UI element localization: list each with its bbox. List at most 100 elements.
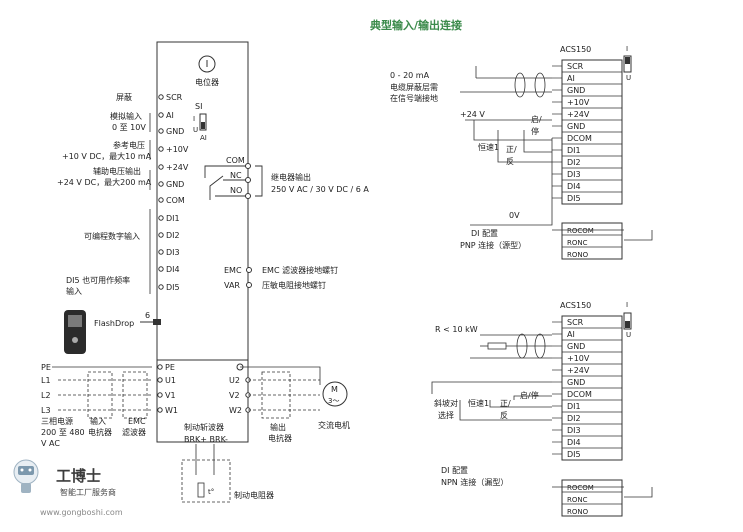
pnp-fwd: 正/ — [506, 145, 517, 154]
power-terminal-label: U1 — [165, 376, 176, 385]
terminal-label: +10V — [166, 145, 189, 154]
chopper-label: 制动斩波器 — [184, 422, 224, 432]
power-desc-2: 200 至 480 — [41, 428, 85, 437]
pnp-const-speed: 恒速1 — [478, 142, 499, 152]
pnp-config-1: DI 配置 — [471, 229, 498, 238]
desc-di5-2: 输入 — [66, 286, 82, 296]
terminal-label: DI3 — [166, 248, 180, 257]
brake-resistor-label: 制动电阻器 — [234, 490, 274, 500]
terminal-pin-icon — [157, 377, 163, 383]
strip-terminal-label: DI3 — [567, 426, 581, 435]
relay-terminal-label: RONO — [567, 508, 589, 516]
emc-label: EMC — [224, 266, 242, 275]
output-reactor-2: 电抗器 — [268, 433, 292, 443]
pnp-switch-knob — [625, 57, 630, 64]
terminal-pin-icon — [158, 215, 164, 221]
output-reactor-1: 输出 — [270, 422, 286, 432]
motor-icon — [322, 381, 348, 407]
desc-digital-input: 可编程数字输入 — [84, 231, 140, 241]
strip-terminal-label: SCR — [567, 318, 584, 327]
screw-icons — [246, 267, 252, 288]
pnp-signal-note-2: 在信号端接地 — [390, 93, 438, 103]
npn-ramp-1: 斜坡对 — [434, 398, 458, 408]
strip-terminal-label: DI3 — [567, 170, 581, 179]
power-terminal-label: PE — [165, 363, 175, 372]
power-desc-1: 三相电源 — [41, 416, 73, 426]
desc-reference: 参考电压 — [113, 140, 145, 150]
relay-strip — [561, 479, 623, 517]
power-desc-3: V AC — [41, 439, 60, 448]
npn-const-speed: 恒速1 — [468, 398, 489, 408]
strip-terminal-label: DI2 — [567, 414, 581, 423]
strip-terminal-label: AI — [567, 74, 575, 83]
npn-switch-knob — [625, 321, 630, 328]
pnp-stop: 停 — [531, 126, 539, 136]
terminal-pin-icon — [158, 112, 164, 118]
terminal-label: GND — [166, 180, 184, 189]
watermark-url: www.gongboshi.com — [40, 508, 123, 517]
power-input-label: L2 — [41, 391, 51, 400]
npn-switch-icon — [623, 312, 632, 330]
desc-aux-voltage: 辅助电压输出 — [93, 166, 141, 176]
relay-terminal-label: RONO — [567, 251, 589, 259]
brake-temp: t° — [208, 488, 214, 496]
watermark: 工博士 智能工厂服务商 www.gongboshi.com — [13, 459, 123, 517]
strip-terminal-label: DI4 — [567, 438, 581, 447]
strip-terminal-label: DCOM — [567, 390, 592, 399]
strip-terminal-label: DCOM — [567, 134, 592, 143]
npn-fwd: 正/ — [500, 399, 511, 408]
npn-wiring — [431, 333, 653, 498]
pnp-config-2: PNP 连接（源型） — [460, 240, 526, 250]
terminal-pin-icon — [158, 232, 164, 238]
power-input-label: PE — [41, 363, 51, 372]
relay-no: NO — [230, 186, 242, 195]
emc-filter-2: 滤波器 — [122, 427, 146, 437]
motor-m: M — [331, 385, 338, 394]
emc-filter-1: EMC — [128, 417, 146, 426]
npn-ramp-2: 选择 — [438, 410, 454, 420]
terminal-label: GND — [166, 127, 184, 136]
npn-config-1: DI 配置 — [441, 466, 468, 475]
var-desc: 压敏电阻接地螺钉 — [262, 280, 326, 290]
relay-terminal-label: ROCOM — [567, 484, 594, 492]
strip-terminal-label: DI1 — [567, 402, 581, 411]
terminal-pin-icon — [158, 164, 164, 170]
terminal-pin-icon — [157, 392, 163, 398]
desc-di5-1: DI5 也可用作频率 — [66, 275, 130, 285]
terminal-label: DI5 — [166, 283, 180, 292]
flashdrop-pin: 6 — [145, 311, 150, 320]
si-switch-label: SI — [195, 102, 202, 111]
strip-terminal-label: AI — [567, 330, 575, 339]
pnp-0v: 0V — [509, 211, 520, 220]
terminal-pin-icon — [158, 181, 164, 187]
pnp-rev: 反 — [506, 156, 514, 166]
power-terminal-label: V1 — [165, 391, 176, 400]
drive-outline — [156, 41, 249, 443]
flashdrop-device-icon — [64, 310, 86, 354]
pnp-switch-i: I — [626, 45, 628, 53]
panel-pnp: ACS150 I U SCRAIGND+10V+24VGNDDCOMDI1DI2… — [390, 45, 653, 260]
pnp-switch-icon — [623, 55, 632, 73]
emc-desc: EMC 滤波器接地螺钉 — [262, 265, 338, 275]
si-switch-u: U — [193, 126, 198, 134]
strip-terminal-label: DI4 — [567, 182, 581, 191]
desc-reference-spec: +10 V DC，最大10 mA — [62, 151, 152, 161]
relay-strip — [561, 222, 623, 260]
terminal-pin-icon — [158, 197, 164, 203]
terminal-pin-icon — [158, 284, 164, 290]
strip-terminal-label: DI5 — [567, 194, 581, 203]
npn-resistor: R < 10 kW — [435, 325, 478, 334]
desc-analog-input: 模拟输入 — [110, 111, 142, 121]
terminal-pin-icon — [158, 94, 164, 100]
potentiometer-label: 电位器 — [195, 77, 219, 87]
motor-phase: 3～ — [328, 397, 339, 405]
strip-terminal-label: +24V — [567, 110, 590, 119]
strip-terminal-label: GND — [567, 342, 585, 351]
pnp-switch-u: U — [626, 74, 631, 82]
npn-config-2: NPN 连接（漏型） — [441, 477, 508, 487]
relay-com: COM — [226, 156, 245, 165]
npn-start-stop: 启/停 — [520, 390, 539, 400]
